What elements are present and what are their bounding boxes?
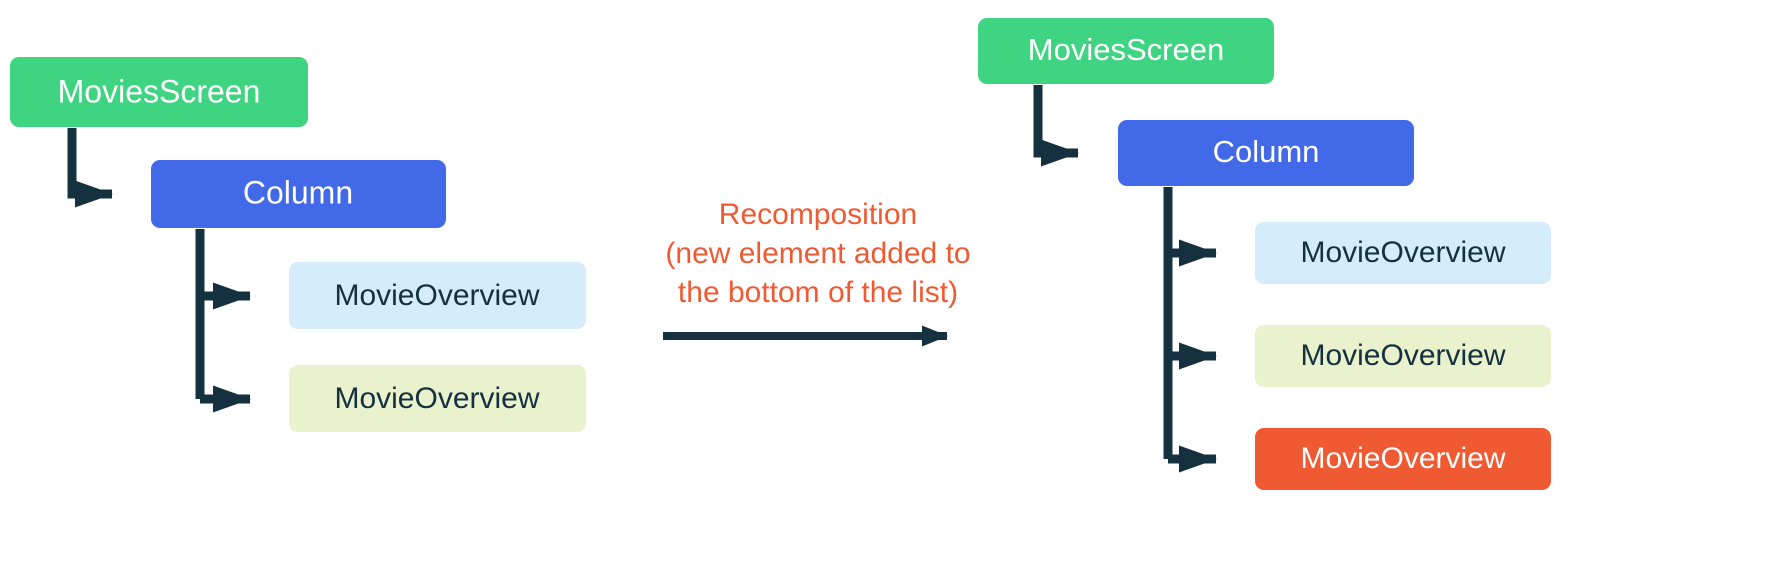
before-node-movie-overview-2-box <box>289 365 586 432</box>
after-node-column[interactable]: Column <box>1118 120 1414 186</box>
before-node-column-box <box>151 160 446 228</box>
after-node-movie-overview-3-new-box <box>1255 428 1551 490</box>
after-node-column-label: Column <box>1213 134 1320 169</box>
after-tree-group: MoviesScreen Column MovieOverview MovieO… <box>978 18 1551 490</box>
before-node-movies-screen[interactable]: MoviesScreen <box>10 57 308 127</box>
recomposition-caption-group: Recomposition (new element added to the … <box>663 198 971 347</box>
after-node-movie-overview-2-label: MovieOverview <box>1300 339 1505 372</box>
after-node-movies-screen-box <box>978 18 1274 84</box>
after-node-movie-overview-1[interactable]: MovieOverview <box>1255 222 1551 284</box>
caption-line-2: (new element added to <box>665 237 970 270</box>
after-node-movies-screen[interactable]: MoviesScreen <box>978 18 1274 84</box>
after-node-movie-overview-3-new[interactable]: MovieOverview <box>1255 428 1551 490</box>
before-node-column-label: Column <box>243 174 353 210</box>
before-node-movies-screen-box <box>10 57 308 127</box>
caption-line-3: the bottom of the list) <box>678 276 958 309</box>
connector-moviesscreen-to-column-left <box>67 128 113 208</box>
after-node-movie-overview-1-box <box>1255 222 1551 284</box>
after-node-movie-overview-2-box <box>1255 325 1551 387</box>
after-node-movie-overview-2[interactable]: MovieOverview <box>1255 325 1551 387</box>
caption-line-1: Recomposition <box>719 198 917 231</box>
after-node-movie-overview-1-label: MovieOverview <box>1300 236 1505 269</box>
before-node-movie-overview-1-box <box>289 262 586 329</box>
after-node-movies-screen-label: MoviesScreen <box>1028 32 1224 67</box>
before-node-movie-overview-2-label: MovieOverview <box>334 382 539 415</box>
before-node-column[interactable]: Column <box>151 160 446 228</box>
before-node-movie-overview-2[interactable]: MovieOverview <box>289 365 586 432</box>
before-node-movie-overview-1-label: MovieOverview <box>334 279 539 312</box>
before-node-movies-screen-label: MoviesScreen <box>58 73 261 109</box>
connector-moviesscreen-to-column-right <box>1033 85 1079 167</box>
before-node-movie-overview-1[interactable]: MovieOverview <box>289 262 586 329</box>
after-node-movie-overview-3-new-label: MovieOverview <box>1300 442 1505 475</box>
after-node-column-box <box>1118 120 1414 186</box>
before-tree-group: MoviesScreen Column MovieOverview MovieO… <box>10 57 586 432</box>
